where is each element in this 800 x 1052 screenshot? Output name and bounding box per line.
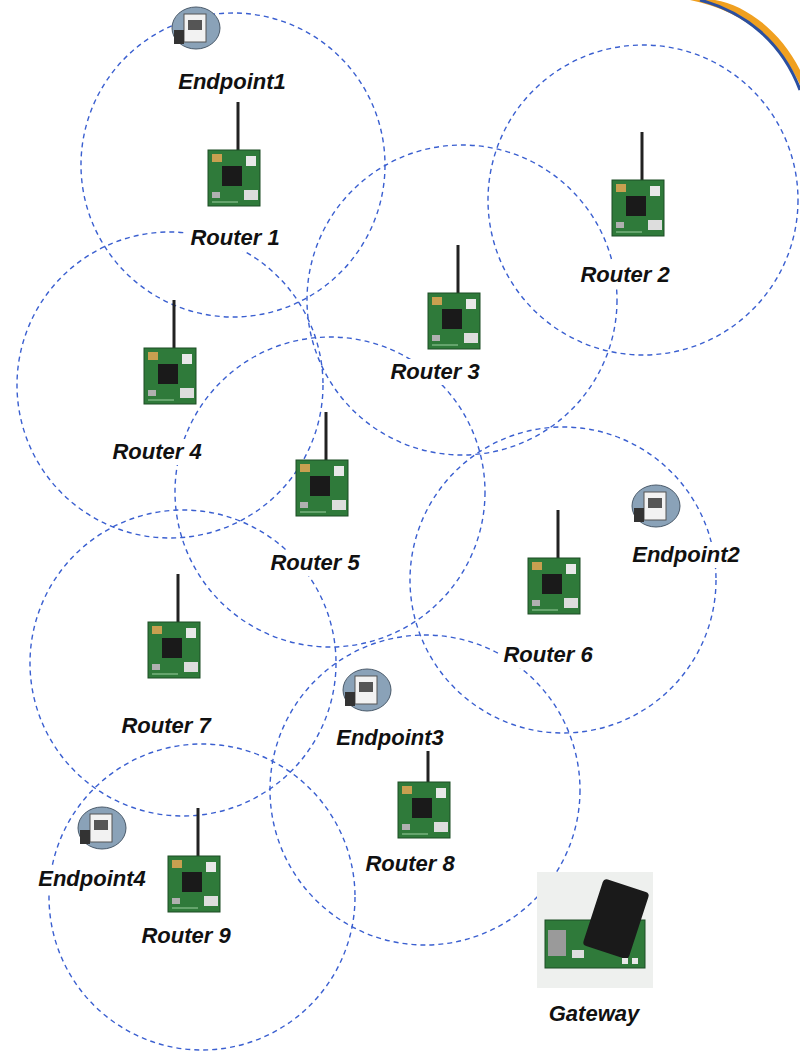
device-label: Endpoint2 bbox=[629, 542, 743, 567]
range-circle bbox=[17, 232, 323, 538]
device-label: Router 4 bbox=[109, 439, 204, 464]
router-board bbox=[168, 808, 220, 912]
gateway-device bbox=[537, 872, 653, 988]
range-circle bbox=[410, 427, 716, 733]
device-label-node: Endpoint1 bbox=[175, 69, 289, 94]
device-label-node: Gateway bbox=[546, 1001, 643, 1026]
device-label-node: Router 1 bbox=[187, 225, 282, 250]
corner-swoosh bbox=[700, 0, 800, 90]
range-circle bbox=[270, 635, 580, 945]
device-label: Router 3 bbox=[387, 359, 482, 384]
device-label-node: Router 5 bbox=[267, 550, 362, 575]
endpoint-icon bbox=[343, 669, 391, 711]
device-label-node: Router 2 bbox=[577, 262, 672, 287]
device-label-node: Router 6 bbox=[500, 642, 595, 667]
range-circle bbox=[49, 744, 355, 1050]
device-label-node: Router 4 bbox=[109, 439, 204, 464]
range-circle bbox=[175, 337, 485, 647]
device-label: Endpoint1 bbox=[175, 69, 289, 94]
device-label: Router 9 bbox=[138, 923, 233, 948]
device-label: Gateway bbox=[546, 1001, 643, 1026]
device-label: Router 2 bbox=[577, 262, 672, 287]
router-board bbox=[612, 132, 664, 236]
device-label-node: Endpoint4 bbox=[35, 866, 149, 891]
router-board bbox=[144, 300, 196, 404]
device-label-node: Router 3 bbox=[387, 359, 482, 384]
range-circle bbox=[488, 45, 798, 355]
endpoint-icon bbox=[172, 7, 220, 49]
device-label: Router 5 bbox=[267, 550, 362, 575]
range-circle bbox=[307, 145, 617, 455]
router-board bbox=[208, 102, 260, 206]
device-label: Router 7 bbox=[118, 713, 213, 738]
router-board bbox=[296, 412, 348, 516]
device-label-node: Router 8 bbox=[362, 851, 457, 876]
corner-swoosh bbox=[690, 0, 800, 85]
endpoint-icon bbox=[78, 807, 126, 849]
device-label: Endpoint3 bbox=[333, 725, 447, 750]
device-label: Router 8 bbox=[362, 851, 457, 876]
device-label-node: Router 9 bbox=[138, 923, 233, 948]
router-board bbox=[428, 245, 480, 349]
range-circle bbox=[81, 13, 385, 317]
device-label: Router 1 bbox=[187, 225, 282, 250]
device-label-node: Endpoint3 bbox=[333, 725, 447, 750]
device-label-node: Endpoint2 bbox=[629, 542, 743, 567]
device-label: Router 6 bbox=[500, 642, 595, 667]
router-board bbox=[148, 574, 200, 678]
endpoint-icon bbox=[632, 485, 680, 527]
router-board bbox=[528, 510, 580, 614]
device-label-node: Router 7 bbox=[118, 713, 213, 738]
device-label: Endpoint4 bbox=[35, 866, 149, 891]
